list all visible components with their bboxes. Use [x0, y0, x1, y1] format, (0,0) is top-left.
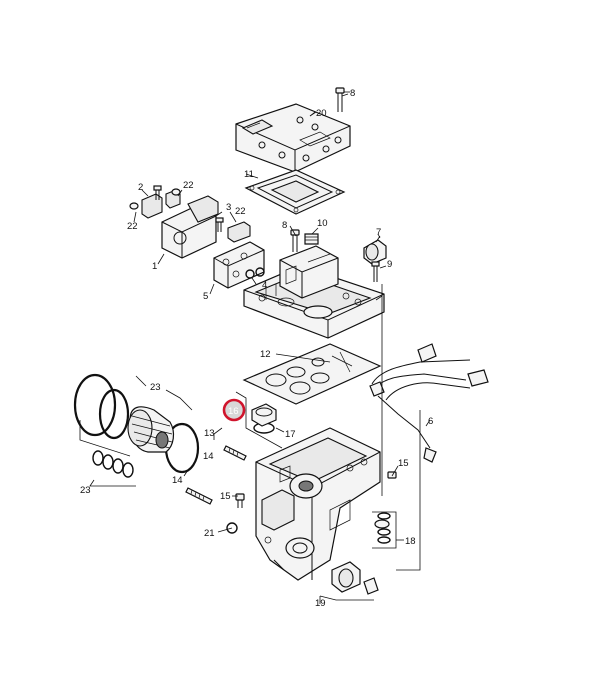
label-part-22-b: 22 — [127, 221, 138, 232]
part-22-fitting-c — [227, 221, 251, 243]
label-part-13: 13 — [204, 428, 215, 439]
label-part-23-bottom: 23 — [80, 485, 91, 496]
label-part-9: 9 — [387, 259, 392, 270]
part-14-pin-upper — [223, 445, 247, 461]
label-part-22-a: 22 — [183, 180, 194, 191]
part-23-motor — [73, 373, 175, 478]
part-9-bolt — [371, 261, 380, 282]
part-16-filter — [251, 403, 277, 427]
label-part-4: 4 — [262, 280, 267, 291]
label-part-21: 21 — [204, 528, 215, 539]
part-15-bolt-left — [235, 493, 245, 508]
part-18-valve-stack — [374, 512, 391, 544]
part-10-vent-plug — [304, 233, 319, 245]
part-11-gasket — [244, 169, 346, 215]
part-12-gasket — [242, 343, 382, 405]
label-part-2: 2 — [138, 182, 143, 193]
label-part-12: 12 — [260, 349, 271, 360]
label-part-17: 17 — [285, 429, 296, 440]
part-8-bolt-top — [335, 87, 350, 112]
label-part-22-c: 22 — [235, 206, 246, 217]
label-part-3: 3 — [226, 202, 231, 213]
part-22-fitting-a — [171, 188, 181, 196]
part-21-oring — [226, 522, 238, 534]
part-20-top-cover — [235, 103, 351, 173]
part-14-pin-lower — [185, 487, 213, 505]
label-part-18: 18 — [405, 536, 416, 547]
label-part-8-mid: 8 — [282, 220, 287, 231]
part-7-sensor — [363, 233, 387, 265]
highlight-circle-part-16[interactable] — [222, 398, 246, 422]
part-5-plate — [213, 241, 265, 289]
valve-block-top — [243, 245, 385, 339]
label-part-10: 10 — [317, 218, 328, 229]
label-part-5: 5 — [203, 291, 208, 302]
label-part-14-upper: 14 — [203, 451, 214, 462]
leader-lines — [79, 93, 421, 604]
part-3-bolt — [215, 217, 224, 232]
label-part-11: 11 — [244, 169, 254, 180]
label-part-20: 20 — [316, 108, 327, 119]
label-part-6: 6 — [428, 416, 433, 427]
part-4-orings — [245, 267, 265, 279]
label-part-14-lower: 14 — [172, 475, 183, 486]
label-part-1: 1 — [152, 261, 157, 272]
part-2-bolt — [153, 185, 162, 200]
label-part-7: 7 — [376, 227, 381, 238]
part-1-actuator — [141, 189, 219, 259]
label-part-8-top: 8 — [350, 88, 355, 99]
label-part-23-top: 23 — [150, 382, 161, 393]
main-housing — [255, 427, 381, 581]
part-15-bolt-right — [387, 471, 397, 479]
part-6-wiring-harness — [369, 343, 489, 463]
part-8-bolt-middle — [290, 229, 300, 252]
label-part-15-right: 15 — [398, 458, 409, 469]
part-22-fitting-b — [129, 202, 139, 210]
label-part-16[interactable]: 16 — [228, 406, 239, 417]
part-19-connector — [331, 561, 379, 595]
label-part-15-left: 15 — [220, 491, 231, 502]
label-part-19: 19 — [315, 598, 326, 609]
callout-labels: 20 8 11 8 10 7 9 2 22 22 3 22 1 5 4 12 6… — [80, 88, 433, 609]
